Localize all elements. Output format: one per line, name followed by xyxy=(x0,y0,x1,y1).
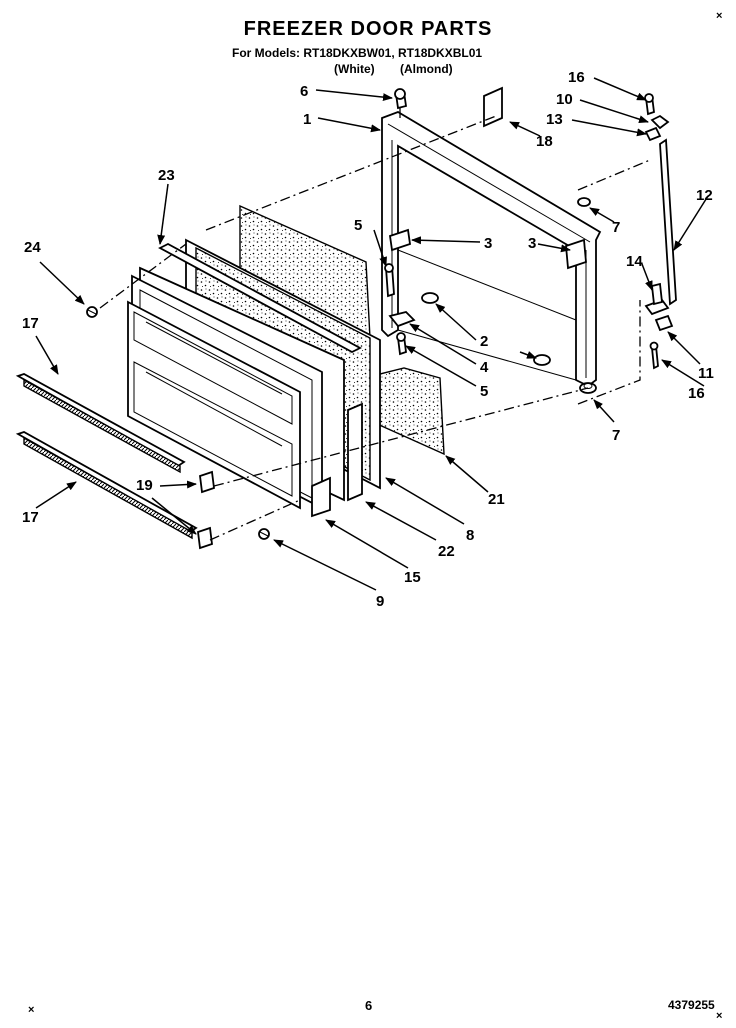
callout-19: 19 xyxy=(136,477,153,494)
callout-6: 6 xyxy=(300,83,308,100)
callout-17-bottom: 17 xyxy=(22,509,39,526)
door-screws xyxy=(86,306,270,540)
callout-18: 18 xyxy=(536,133,553,150)
callout-14: 14 xyxy=(626,253,643,270)
callout-13: 13 xyxy=(546,111,563,128)
page-title: FREEZER DOOR PARTS xyxy=(243,18,493,40)
door-frame xyxy=(381,111,602,388)
callout-22: 22 xyxy=(438,543,455,560)
inner-door-liner xyxy=(127,300,331,518)
models-line: For Models: RT18DKXBW01, RT18DKXBL01 xyxy=(232,46,483,60)
callout-11: 11 xyxy=(698,365,714,382)
callout-labels: 1 6 18 16 10 13 12 7 3 3 5 2 4 5 7 14 11… xyxy=(22,69,714,610)
callout-24: 24 xyxy=(24,239,41,256)
callout-12: 12 xyxy=(696,187,713,204)
upper-hinge-assembly xyxy=(644,93,677,370)
callout-2: 2 xyxy=(480,333,488,350)
rack-end-caps xyxy=(197,470,215,550)
callout-16-bottom: 16 xyxy=(688,385,705,402)
corner-mark-top: × xyxy=(716,10,723,22)
callout-7-top: 7 xyxy=(612,219,620,236)
leader-arrows xyxy=(35,77,709,591)
callout-8: 8 xyxy=(466,527,474,544)
door-liner-stack xyxy=(131,238,381,510)
callout-21: 21 xyxy=(488,491,505,508)
callout-4: 4 xyxy=(480,359,489,376)
callout-7-bottom: 7 xyxy=(612,427,620,444)
callout-17-top: 17 xyxy=(22,315,39,332)
callout-23: 23 xyxy=(158,167,175,184)
callout-3-left: 3 xyxy=(484,235,492,252)
almond-label: (Almond) xyxy=(400,62,453,76)
callout-9: 9 xyxy=(376,593,384,610)
white-label: (White) xyxy=(334,62,375,76)
callout-5-top: 5 xyxy=(354,217,362,234)
callout-5-bottom: 5 xyxy=(480,383,488,400)
callout-3-right: 3 xyxy=(528,235,536,252)
door-shelf-racks xyxy=(15,373,198,540)
assembly-lines xyxy=(99,108,651,541)
doc-number: 4379255 xyxy=(668,998,715,1012)
cover-plate xyxy=(483,86,503,128)
callout-1: 1 xyxy=(303,111,311,128)
corner-mark-bottom-right: × xyxy=(716,1010,723,1022)
callout-15: 15 xyxy=(404,569,421,586)
page-number: 6 xyxy=(365,998,373,1013)
corner-mark-bottom-left: × xyxy=(28,1004,35,1016)
small-hardware xyxy=(384,88,597,394)
callout-10: 10 xyxy=(556,91,573,108)
callout-16-top: 16 xyxy=(568,69,585,86)
